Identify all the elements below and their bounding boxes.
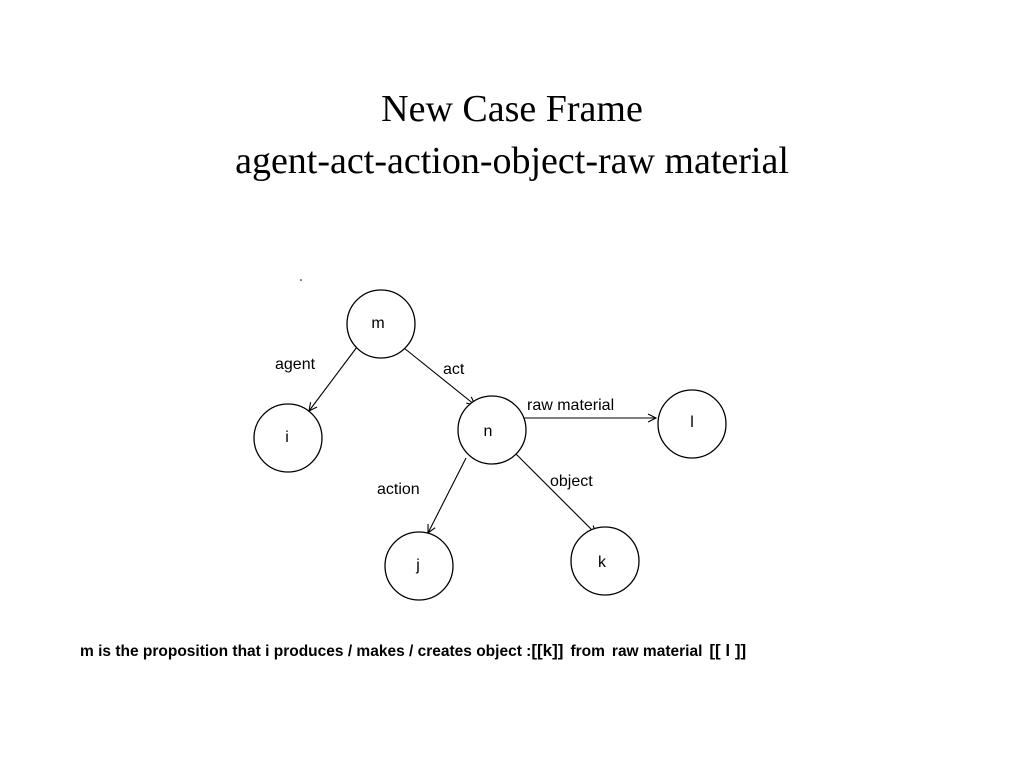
edge-action [428, 457, 467, 533]
node-k: k [570, 526, 640, 596]
edge-act [403, 347, 475, 405]
caption-object-ref: [[k]] [531, 641, 564, 660]
caption-from: from [570, 643, 605, 660]
edge-agent [309, 346, 358, 411]
edge-object [512, 450, 596, 534]
edge-label-action: action [377, 481, 420, 498]
stray-dot [300, 279, 302, 281]
node-m: m [346, 289, 416, 359]
edge-label-agent: agent [275, 356, 316, 373]
node-label-k: k [598, 554, 607, 571]
slide-subtitle: agent-act-action-object-raw material [235, 140, 789, 182]
node-label-j: j [415, 557, 420, 574]
edge-label-act: act [443, 361, 465, 378]
slide-title: New Case Frame [381, 88, 643, 130]
proposition-caption: m is the proposition that i produces / m… [80, 641, 746, 661]
node-label-m: m [371, 315, 384, 332]
node-j: j [384, 531, 454, 601]
node-n: n [457, 395, 527, 465]
caption-material-ref: [[ l ]] [709, 641, 747, 660]
edge-label-object: object [550, 473, 593, 490]
node-l: l [657, 389, 727, 459]
node-label-n: n [484, 423, 493, 440]
caption-main-text: m is the proposition that i produces / m… [80, 643, 532, 660]
node-i: i [253, 403, 323, 473]
node-label-l: l [690, 414, 694, 431]
edge-label-raw-material: raw material [527, 397, 614, 414]
node-label-i: i [285, 429, 289, 446]
caption-raw-material: raw material [611, 643, 703, 660]
